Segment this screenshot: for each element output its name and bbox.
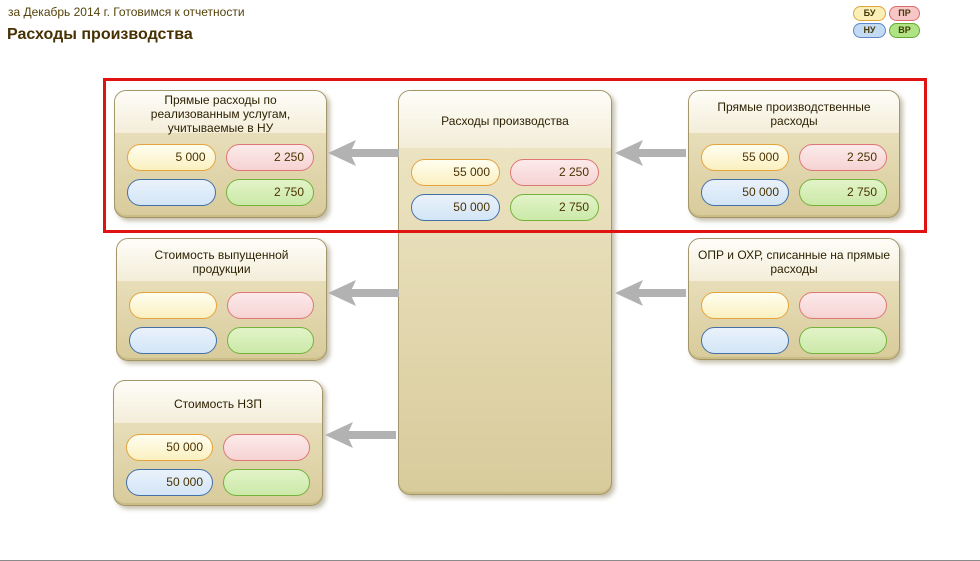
- node-title: ОПР и ОХР, списанные на прямые расходы: [689, 239, 899, 281]
- node-direct-expenses-realized-services-nu[interactable]: Прямые расходы по реализованным услугам,…: [114, 90, 327, 218]
- flow-arrow-right-to-center-row1: [614, 138, 686, 168]
- value-pill-nu[interactable]: 50 000: [701, 179, 789, 206]
- value-pill-vr[interactable]: [799, 327, 887, 354]
- flow-arrow-center-to-left-row3: [324, 420, 396, 450]
- value-pill-vr[interactable]: [226, 327, 314, 354]
- value-pill-nu[interactable]: [701, 327, 789, 354]
- node-title: Стоимость НЗП: [114, 381, 322, 423]
- value-pill-vr[interactable]: 2 750: [799, 179, 887, 206]
- node-title: Стоимость выпущенной продукции: [117, 239, 326, 281]
- flow-arrow-center-to-left-row1: [327, 138, 399, 168]
- flow-arrow-right-to-center-row2: [614, 278, 686, 308]
- value-pill-bu[interactable]: 50 000: [126, 434, 213, 461]
- period-line: за Декабрь 2014 г. Готовимся к отчетност…: [8, 5, 245, 19]
- value-pill-nu[interactable]: 50 000: [411, 194, 500, 221]
- value-pill-pr[interactable]: 2 250: [225, 144, 314, 171]
- node-title: Прямые расходы по реализованным услугам,…: [115, 91, 326, 135]
- flow-arrow-center-to-left-row2: [327, 278, 399, 308]
- value-pill-pr[interactable]: [799, 292, 887, 319]
- value-pill-pr[interactable]: [226, 292, 314, 319]
- badge-nu: НУ: [853, 23, 886, 38]
- node-nzp-cost[interactable]: Стоимость НЗП 50 000 50 000: [113, 380, 323, 506]
- value-pill-pr[interactable]: 2 250: [799, 144, 887, 171]
- node-production-expenses[interactable]: Расходы производства 55 000 2 250 50 000…: [398, 90, 612, 495]
- node-output-production-cost[interactable]: Стоимость выпущенной продукции: [116, 238, 327, 361]
- value-pill-bu[interactable]: 55 000: [411, 159, 500, 186]
- value-pill-nu[interactable]: [129, 327, 217, 354]
- value-pill-nu[interactable]: 50 000: [126, 469, 213, 496]
- badge-vr: ВР: [889, 23, 920, 38]
- badge-pr: ПР: [889, 6, 920, 21]
- page-title: Расходы производства: [7, 26, 193, 43]
- value-pill-bu[interactable]: 5 000: [127, 144, 216, 171]
- value-pill-pr[interactable]: 2 250: [510, 159, 599, 186]
- value-pill-bu[interactable]: [129, 292, 217, 319]
- node-direct-production-expenses[interactable]: Прямые производственные расходы 55 000 2…: [688, 90, 900, 218]
- value-pill-bu[interactable]: [701, 292, 789, 319]
- node-title: Расходы производства: [399, 91, 611, 148]
- value-pill-bu[interactable]: 55 000: [701, 144, 789, 171]
- value-pill-vr[interactable]: 2 750: [225, 179, 314, 206]
- value-pill-pr[interactable]: [223, 434, 310, 461]
- value-pill-vr[interactable]: 2 750: [510, 194, 599, 221]
- node-title: Прямые производственные расходы: [689, 91, 899, 133]
- badge-bu: БУ: [853, 6, 886, 21]
- legend-badges: БУ ПР НУ ВР: [853, 6, 920, 38]
- value-pill-vr[interactable]: [223, 469, 310, 496]
- node-opr-ohr-written-off[interactable]: ОПР и ОХР, списанные на прямые расходы: [688, 238, 900, 360]
- value-pill-nu[interactable]: [127, 179, 216, 206]
